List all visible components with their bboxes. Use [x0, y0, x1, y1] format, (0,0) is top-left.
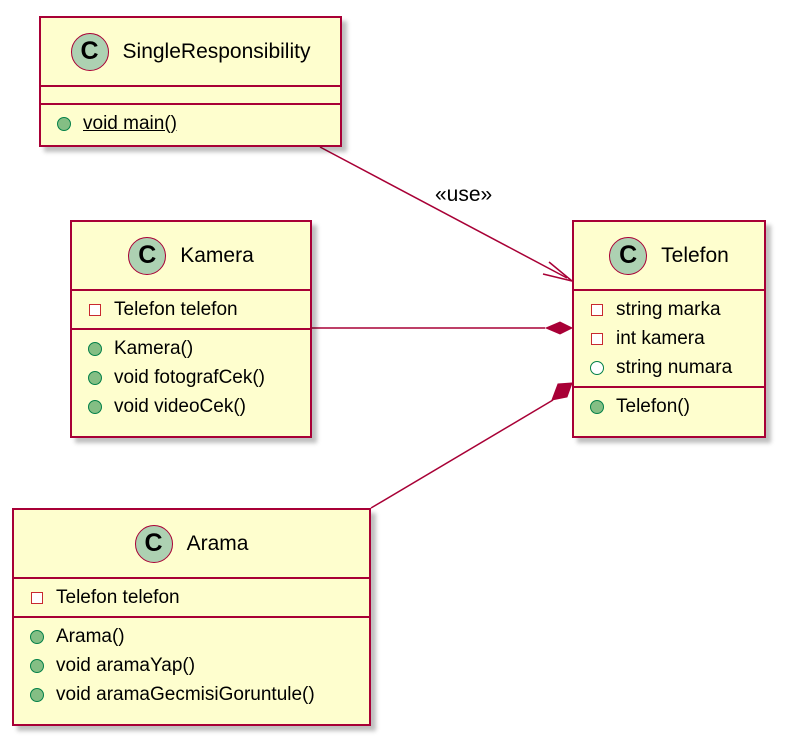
- methods-section: void main(): [41, 103, 340, 142]
- field-row: string marka: [590, 295, 764, 324]
- method-text: Kamera(): [114, 337, 194, 359]
- method-row: void main(): [57, 109, 340, 138]
- class-name: SingleResponsibility: [122, 39, 311, 63]
- field-text: string numara: [616, 356, 733, 378]
- fields-section: Telefon telefon: [72, 291, 310, 328]
- class-name: Kamera: [180, 243, 254, 267]
- fields-section: string marka int kamera string numara: [574, 291, 764, 386]
- method-text: void fotografCek(): [114, 366, 266, 388]
- private-visibility-icon: [31, 591, 43, 604]
- method-text: void videoCek(): [114, 395, 246, 417]
- field-text: Telefon telefon: [56, 586, 180, 608]
- method-text: void main(): [83, 112, 177, 134]
- use-dependency-line: [319, 146, 568, 279]
- private-visibility-icon: [89, 303, 101, 316]
- method-row: Telefon(): [590, 392, 764, 421]
- class-c-icon: C: [609, 236, 648, 275]
- public-visibility-icon: [88, 341, 102, 356]
- private-visibility-icon: [591, 303, 603, 316]
- field-text: Telefon telefon: [114, 298, 238, 320]
- class-c-icon: C: [134, 524, 173, 563]
- method-row: Arama(): [30, 622, 369, 651]
- public-visibility-icon: [30, 629, 44, 644]
- public-visibility-icon: [57, 116, 71, 131]
- methods-section: Telefon(): [574, 386, 764, 425]
- class-name: Arama: [186, 531, 249, 555]
- field-row: Telefon telefon: [88, 295, 310, 324]
- class-header: C Kamera: [72, 222, 310, 291]
- class-header: C Telefon: [574, 222, 764, 291]
- private-visibility-icon: [591, 332, 603, 345]
- class-header: C Arama: [14, 510, 369, 579]
- class-c-icon: C: [70, 32, 109, 71]
- fields-section: [41, 87, 340, 103]
- public-visibility-icon: [88, 399, 102, 414]
- arama-composition-line: [370, 399, 554, 509]
- field-row: int kamera: [590, 324, 764, 353]
- field-text: int kamera: [616, 327, 705, 349]
- public-visibility-icon: [30, 658, 44, 673]
- public-field-visibility-icon: [590, 360, 604, 375]
- class-name: Telefon: [661, 243, 729, 267]
- class-telefon[interactable]: C Telefon string marka int kamera string…: [572, 220, 766, 438]
- method-text: Telefon(): [616, 395, 690, 417]
- methods-section: Arama() void aramaYap() void aramaGecmis…: [14, 616, 369, 713]
- public-visibility-icon: [30, 687, 44, 702]
- field-text: string marka: [616, 298, 721, 320]
- method-row: Kamera(): [88, 334, 310, 363]
- use-stereotype-label: «use»: [435, 183, 493, 206]
- arama-composition-diamond: [551, 382, 573, 401]
- method-row: void aramaGecmisiGoruntule(): [30, 680, 369, 709]
- method-text: Arama(): [56, 625, 125, 647]
- public-visibility-icon: [88, 370, 102, 385]
- methods-section: Kamera() void fotografCek() void videoCe…: [72, 328, 310, 425]
- method-row: void videoCek(): [88, 392, 310, 421]
- method-row: void aramaYap(): [30, 651, 369, 680]
- method-text: void aramaGecmisiGoruntule(): [56, 683, 315, 705]
- class-arama[interactable]: C Arama Telefon telefon Arama() void ara…: [12, 508, 371, 726]
- class-header: C SingleResponsibility: [41, 18, 340, 87]
- field-row: string numara: [590, 353, 764, 382]
- fields-section: Telefon telefon: [14, 579, 369, 616]
- class-c-icon: C: [128, 236, 167, 275]
- method-row: void fotografCek(): [88, 363, 310, 392]
- class-kamera[interactable]: C Kamera Telefon telefon Kamera() void f…: [70, 220, 312, 438]
- field-row: Telefon telefon: [30, 583, 369, 612]
- kamera-composition-diamond: [544, 321, 574, 335]
- class-singleresponsibility[interactable]: C SingleResponsibility void main(): [39, 16, 342, 147]
- method-text: void aramaYap(): [56, 654, 196, 676]
- use-dependency-arrowhead: [542, 261, 573, 282]
- public-visibility-icon: [590, 399, 604, 414]
